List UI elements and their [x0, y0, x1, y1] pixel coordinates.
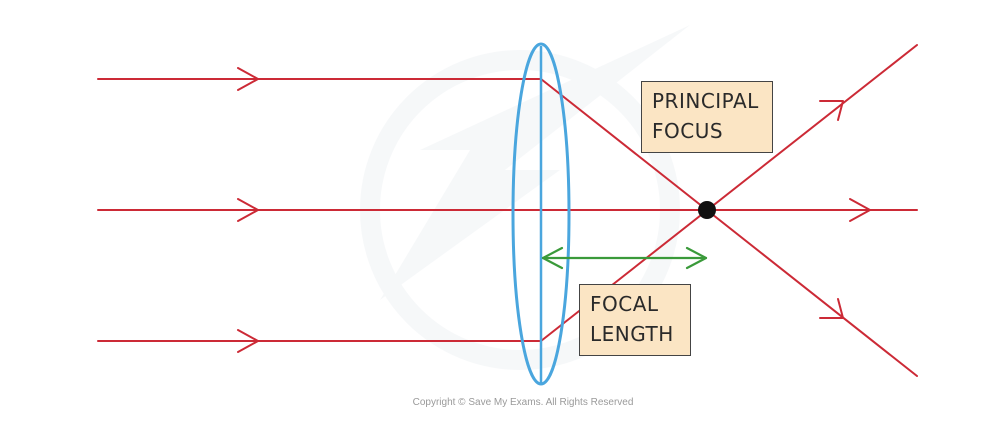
convex-lens: [511, 42, 571, 386]
arrowhead-icon: [237, 67, 259, 91]
copyright-notice: Copyright © Save My Exams. All Rights Re…: [412, 397, 634, 408]
arrowhead-icon: [849, 198, 871, 222]
focal-length-arrow: [541, 246, 708, 270]
arrowhead-icon: [819, 100, 844, 121]
principal-focus-dot: [698, 201, 716, 219]
arrowhead-icon: [237, 329, 259, 353]
label-line: PRINCIPAL: [652, 89, 759, 113]
principal-focus-label: PRINCIPAL FOCUS: [641, 81, 773, 153]
label-line: FOCAL: [590, 292, 659, 316]
arrowhead-icon: [819, 298, 844, 319]
label-line: FOCUS: [652, 119, 724, 143]
focal-length-label: FOCAL LENGTH: [579, 284, 691, 356]
label-line: LENGTH: [590, 322, 674, 346]
arrowhead-icon: [237, 198, 259, 222]
